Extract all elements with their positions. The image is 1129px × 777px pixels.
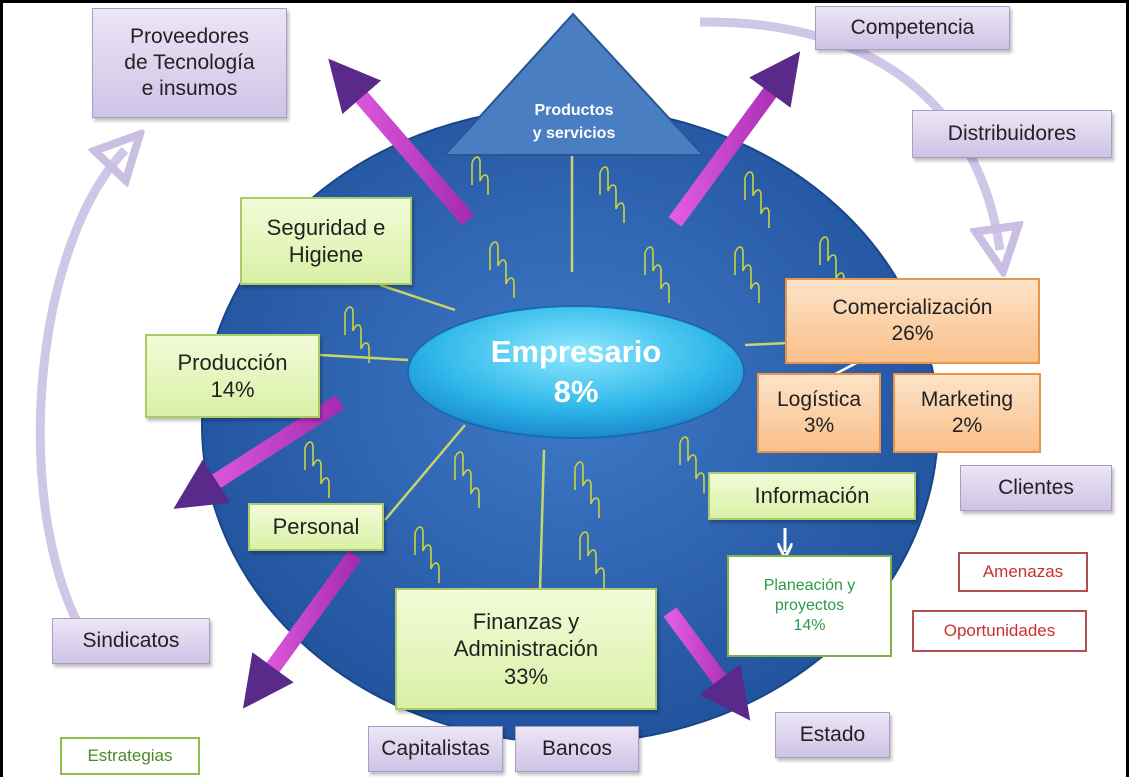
box-finanzas: Finanzas y Administración 33% <box>395 588 657 710</box>
box-distribuidores: Distribuidores <box>912 110 1112 158</box>
estado-label: Estado <box>799 722 866 746</box>
box-estrategias: Estrategias <box>60 737 200 775</box>
marketing-line1: Marketing <box>920 387 1014 411</box>
productos-label: Productos y servicios <box>490 92 658 152</box>
box-estado: Estado <box>775 712 890 758</box>
box-seguridad: Seguridad e Higiene <box>240 197 412 285</box>
arrow-to-proveedores <box>328 58 475 226</box>
clientes-label: Clientes <box>998 475 1074 499</box>
box-bancos: Bancos <box>515 726 639 772</box>
finanzas-line1: Finanzas y <box>472 608 580 634</box>
cycle-arc-right <box>699 17 1000 250</box>
distribuidores-label: Distribuidores <box>947 121 1077 145</box>
empresario-line1: Empresario <box>490 333 662 369</box>
oportunidades-label: Oportunidades <box>943 621 1056 641</box>
personal-label: Personal <box>272 514 360 540</box>
box-oportunidades: Oportunidades <box>912 610 1087 652</box>
produccion-line1: Producción <box>177 349 288 375</box>
cycle-arc-left <box>35 150 125 648</box>
seguridad-line1: Seguridad e <box>266 214 386 240</box>
wave-doodles <box>304 156 845 588</box>
box-informacion: Información <box>708 472 916 520</box>
planeacion-line2: proyectos <box>774 597 845 614</box>
box-comercializacion: Comercialización 26% <box>785 278 1040 364</box>
proveedores-line1: Proveedores <box>129 24 250 48</box>
comercializacion-line2: 26% <box>891 322 934 345</box>
box-amenazas: Amenazas <box>958 552 1088 592</box>
box-clientes: Clientes <box>960 465 1112 511</box>
proveedores-line2: de Tecnología <box>124 50 255 74</box>
arrow-to-sindicatos <box>242 550 362 709</box>
empresario-line2: 8% <box>553 374 599 409</box>
arrow-to-estado <box>663 607 751 721</box>
box-logistica: Logística 3% <box>757 373 881 453</box>
bancos-label: Bancos <box>541 736 613 760</box>
box-capitalistas: Capitalistas <box>368 726 503 772</box>
capitalistas-label: Capitalistas <box>381 736 490 760</box>
productos-line1: Productos <box>534 101 614 119</box>
marketing-line2: 2% <box>951 414 983 437</box>
box-sindicatos: Sindicatos <box>52 618 210 664</box>
seguridad-line2: Higiene <box>288 242 364 267</box>
estrategias-label: Estrategias <box>87 746 173 766</box>
planeacion-line1: Planeación y <box>763 577 856 594</box>
comercializacion-line1: Comercialización <box>832 295 993 319</box>
products-triangle <box>442 12 706 156</box>
finanzas-line3: 33% <box>503 663 549 689</box>
planeacion-line3: 14% <box>793 617 826 634</box>
empresario-label: Empresario 8% <box>408 305 744 439</box>
center-ellipse <box>407 305 745 439</box>
box-proveedores: Proveedores de Tecnología e insumos <box>92 8 287 118</box>
produccion-line2: 14% <box>210 377 255 402</box>
logistica-line2: 3% <box>803 414 835 437</box>
competencia-label: Competencia <box>850 15 975 39</box>
finanzas-line2: Administración <box>453 636 599 662</box>
box-personal: Personal <box>248 503 384 551</box>
logistica-line1: Logística <box>776 387 862 411</box>
proveedores-line3: e insumos <box>141 77 238 101</box>
productos-line2: y servicios <box>532 125 616 142</box>
box-competencia: Competencia <box>815 6 1010 50</box>
informacion-label: Información <box>754 483 870 509</box>
sindicatos-label: Sindicatos <box>82 628 180 652</box>
arrow-to-competencia <box>668 51 801 227</box>
amenazas-label: Amenazas <box>982 562 1064 582</box>
box-marketing: Marketing 2% <box>893 373 1041 453</box>
box-produccion: Producción 14% <box>145 334 320 418</box>
box-planeacion: Planeación y proyectos 14% <box>727 555 892 657</box>
